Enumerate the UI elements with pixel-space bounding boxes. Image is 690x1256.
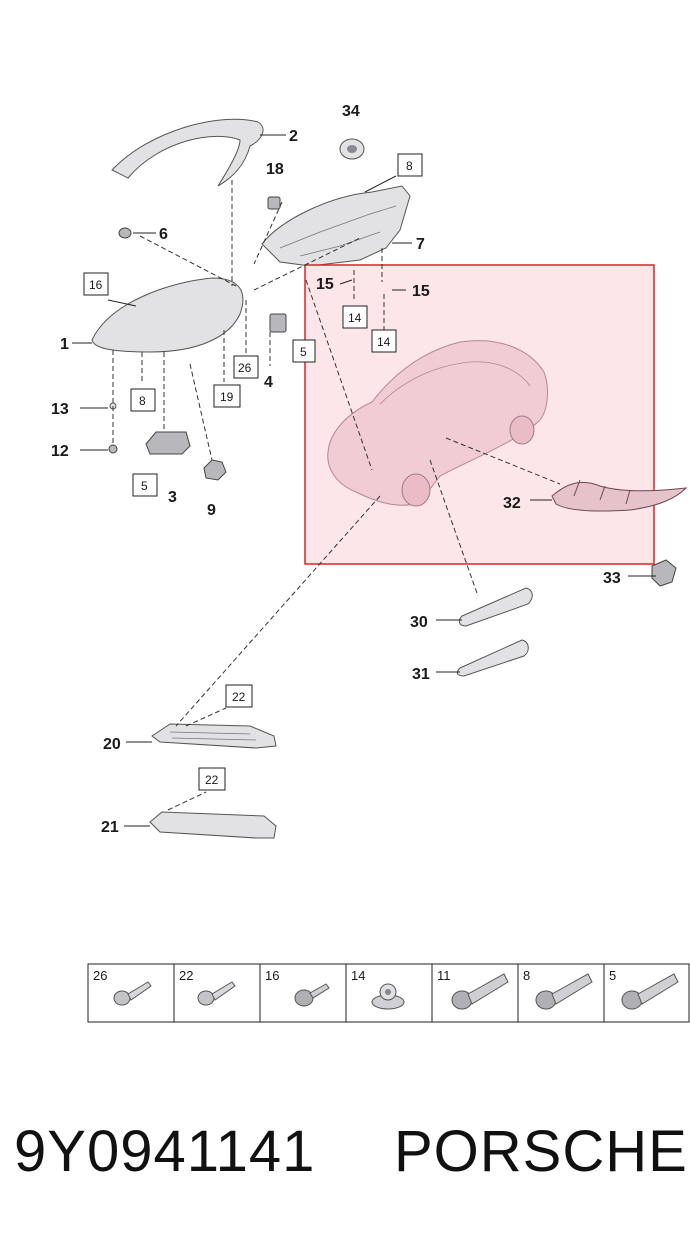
part-trim-strip: [111, 118, 264, 187]
boxed-ref-19: 19: [213, 384, 241, 408]
part-clip: [267, 196, 281, 210]
svg-text:14: 14: [348, 311, 362, 325]
svg-text:22: 22: [205, 773, 219, 787]
callout-15-right: 15: [412, 283, 430, 300]
brand-name: PORSCHE: [394, 1119, 688, 1184]
callout-2: 2: [289, 128, 298, 145]
callout-3: 3: [168, 489, 177, 506]
svg-text:5: 5: [300, 345, 307, 359]
callout-6: 6: [159, 226, 168, 243]
boxed-ref-26: 26: [233, 355, 259, 379]
fastener-label-22: 22: [179, 968, 193, 983]
part-lower-lamp-20-detail: [169, 731, 257, 741]
svg-text:22: 22: [232, 690, 246, 704]
clip-nut-14-icon: [371, 983, 405, 1010]
svg-text:19: 19: [220, 390, 234, 404]
part-fastener-12: [108, 444, 118, 454]
footer: 9Y0941141 PORSCHE: [0, 1118, 690, 1208]
part-mirror-indicator: [551, 481, 688, 512]
part-socket: [651, 559, 677, 587]
boxed-ref-16: 16: [83, 272, 109, 296]
part-control-module: [145, 431, 191, 455]
vehicle-windows: [379, 361, 531, 405]
fastener-label-11: 11: [437, 968, 451, 983]
svg-text:16: 16: [89, 278, 103, 292]
part-nut: [203, 459, 227, 481]
svg-text:8: 8: [406, 159, 413, 173]
part-small-cap: [118, 227, 132, 239]
boxed-ref-5-mid: 5: [292, 339, 316, 363]
part-motor: [269, 313, 287, 333]
fastener-label-8: 8: [523, 968, 530, 983]
svg-text:26: 26: [238, 361, 252, 375]
callout-33: 33: [603, 570, 621, 587]
vehicle-wheel-rear: [509, 415, 535, 445]
svg-text:8: 8: [139, 394, 146, 408]
boxed-ref-14b: 14: [371, 329, 397, 353]
callout-32: 32: [503, 495, 521, 512]
bolt-5-icon: [621, 973, 679, 1010]
part-lens: [91, 277, 244, 353]
boxed-ref-22b: 22: [198, 767, 226, 791]
part-cap-center: [347, 145, 357, 153]
leader-lines: [72, 134, 656, 827]
callout-4: 4: [264, 374, 273, 391]
screw-26-icon: [113, 981, 152, 1006]
part-lower-lamp-20: [151, 723, 277, 749]
callout-7: 7: [416, 236, 425, 253]
fastener-label-14: 14: [351, 968, 365, 983]
screw-16-icon: [294, 983, 330, 1007]
callout-34: 34: [342, 103, 360, 120]
callout-13: 13: [51, 401, 69, 418]
callout-20: 20: [103, 736, 121, 753]
callout-12: 12: [51, 443, 69, 460]
part-indicator-bracket: [573, 479, 631, 505]
fastener-table: 26 22 16 14 11 8 5: [87, 963, 690, 1023]
part-lower-lamp-21: [149, 811, 277, 839]
vehicle-wheel-front: [401, 473, 431, 507]
callout-21: 21: [101, 819, 119, 836]
part-housing-detail: [279, 205, 397, 257]
boxed-ref-5-low: 5: [132, 473, 158, 497]
vehicle-silhouette: [327, 340, 548, 506]
boxed-ref-22a: 22: [225, 684, 253, 708]
bolt-11-icon: [451, 973, 509, 1010]
bolt-8-icon: [535, 973, 593, 1010]
svg-text:14: 14: [377, 335, 391, 349]
part-side-marker-31: [456, 639, 529, 677]
callout-31: 31: [412, 666, 430, 683]
part-side-marker-30: [458, 587, 533, 627]
part-number: 9Y0941141: [14, 1119, 316, 1184]
callout-18: 18: [266, 161, 284, 178]
callout-30: 30: [410, 614, 428, 631]
dashed-lines: [112, 180, 561, 811]
boxed-ref-8-left: 8: [130, 388, 156, 412]
boxed-ref-8-top: 8: [397, 153, 423, 177]
svg-text:5: 5: [141, 479, 148, 493]
callout-9: 9: [207, 502, 216, 519]
fastener-label-16: 16: [265, 968, 279, 983]
callout-1: 1: [60, 336, 69, 353]
boxed-ref-14a: 14: [342, 305, 368, 329]
callout-15-left: 15: [316, 276, 334, 293]
screw-22-icon: [197, 981, 236, 1006]
fastener-label-5: 5: [609, 968, 616, 983]
fastener-label-26: 26: [93, 968, 107, 983]
